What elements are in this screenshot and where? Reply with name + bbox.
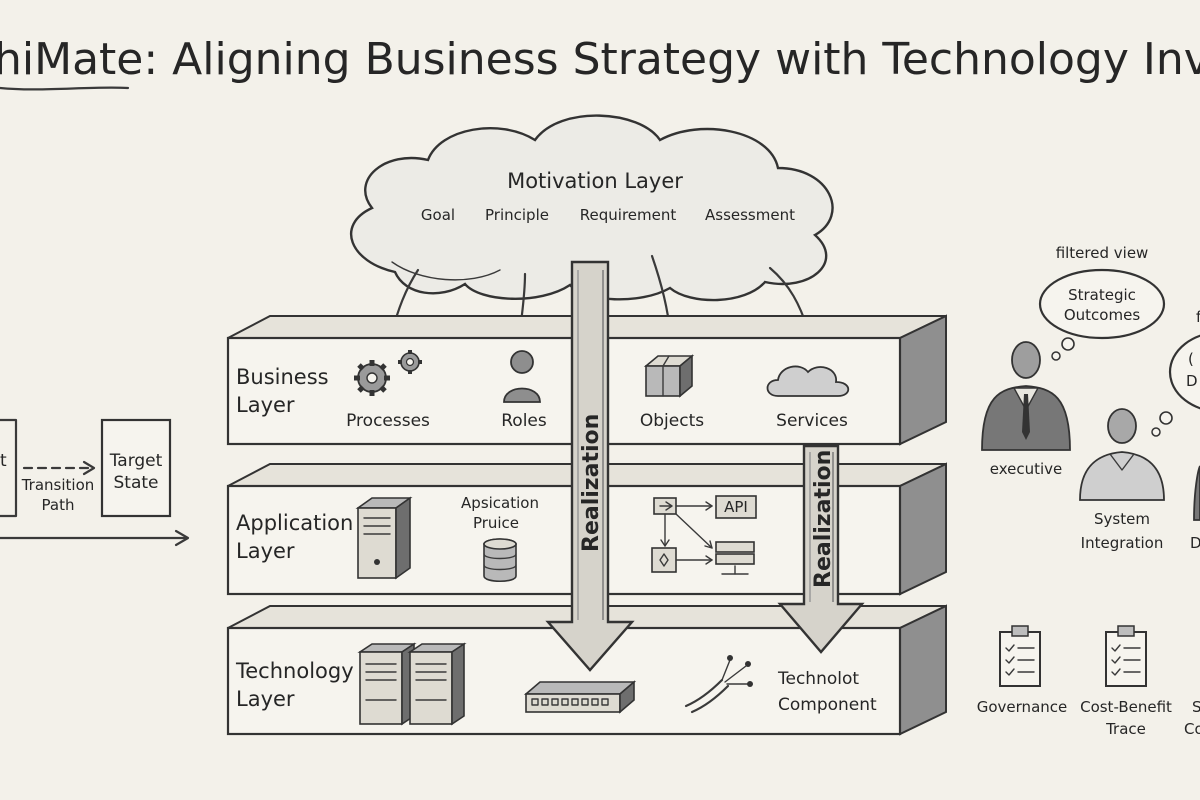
motivation-item-assessment: Assessment: [705, 206, 795, 224]
filtered-view-2-fragment: f: [1196, 308, 1200, 326]
application-service-label-2: Pruice: [473, 514, 519, 532]
tower-server-icon: [355, 496, 413, 580]
services-cloud-icon: [766, 365, 850, 397]
business-item-processes: Processes: [346, 411, 430, 431]
target-state-box: [100, 418, 172, 518]
business-layer-side: [899, 314, 947, 446]
stakeholder-panel: filtered view Strategic Outcomes f ( D e…: [981, 244, 1200, 552]
second-bubble-fragment-1: (: [1188, 350, 1194, 368]
motivation-layer: Motivation Layer Goal Principle Requirem…: [350, 114, 834, 302]
roadmap-panel: t Transition Path Target State: [0, 418, 190, 547]
second-view-bubble: [1168, 334, 1200, 410]
thought-dot: [1151, 427, 1161, 437]
application-title-2: Layer: [236, 539, 295, 563]
realization-arrow-main: Realization: [545, 260, 635, 672]
strategic-outcomes-label-1: Strategic: [1068, 286, 1136, 304]
motivation-cloud-shape: [350, 114, 834, 302]
application-title-1: Application: [236, 511, 353, 535]
technology-layer-side: [899, 604, 947, 736]
title-underline: [0, 86, 130, 91]
current-state-box: [0, 418, 18, 518]
artifact-panel: Governance Cost-Benefit Trace S Co: [977, 625, 1200, 738]
business-title-2: Layer: [236, 393, 295, 417]
technology-component-2: Component: [778, 695, 877, 715]
application-layer-side: [899, 462, 947, 596]
transition-label-2: Path: [42, 496, 75, 514]
business-title-1: Business: [236, 365, 329, 389]
database-icon: [483, 538, 517, 583]
title-group: hiMate: Aligning Business Strategy with …: [0, 34, 1200, 91]
application-layer: Application Layer Apsication Pruice: [226, 462, 947, 596]
third-stakeholder-fragment: D: [1190, 534, 1200, 552]
server-rack-icon: [357, 642, 467, 726]
governance-checklist-icon: [999, 625, 1041, 687]
motivation-title: Motivation Layer: [507, 169, 683, 193]
cost-benefit-checklist-icon: [1105, 625, 1147, 687]
third-artifact-fragment-1: S: [1192, 698, 1200, 716]
realization-arrow-secondary: Realization: [777, 444, 865, 654]
thought-dot: [1061, 337, 1075, 351]
governance-label: Governance: [977, 698, 1068, 716]
page-title: hiMate: Aligning Business Strategy with …: [0, 34, 1200, 85]
application-service-label-1: Apsication: [461, 494, 539, 512]
transition-label-1: Transition: [21, 476, 95, 494]
motivation-item-principle: Principle: [485, 206, 549, 224]
target-state-label-1: Target: [109, 451, 163, 471]
object-box-icon: [643, 354, 695, 398]
third-artifact-fragment-2: Co: [1184, 720, 1200, 738]
motivation-item-goal: Goal: [421, 206, 455, 224]
system-integration-label-2: Integration: [1081, 534, 1164, 552]
business-item-roles: Roles: [501, 411, 547, 431]
timeline-arrowhead: [174, 529, 190, 547]
gears-icon: [354, 350, 422, 396]
filtered-view-label: filtered view: [1056, 244, 1149, 262]
thought-dot: [1159, 411, 1173, 425]
target-state-label-2: State: [114, 473, 159, 493]
partial-stakeholder-figure: [1193, 465, 1200, 521]
technology-title-2: Layer: [236, 687, 295, 711]
business-item-services: Services: [776, 411, 848, 431]
realization-label-secondary: Realization: [811, 450, 836, 588]
cloud-shade-stroke: [391, 261, 501, 281]
second-bubble-fragment-2: D: [1186, 372, 1198, 390]
technology-title-1: Technology: [235, 659, 354, 683]
system-integration-label-1: System: [1094, 510, 1150, 528]
strategic-outcomes-bubble: [1038, 268, 1166, 340]
application-layer-front: [226, 484, 902, 596]
realization-label-main: Realization: [579, 414, 604, 552]
cost-benefit-label-1: Cost-Benefit: [1080, 698, 1172, 716]
motivation-item-requirement: Requirement: [580, 206, 677, 224]
executive-figure: [981, 341, 1071, 451]
network-switch-icon: [523, 680, 637, 714]
executive-label: executive: [990, 460, 1063, 478]
technology-component-1: Technolot: [777, 669, 859, 689]
app-flow-diagram-icon: API: [651, 495, 757, 575]
cost-benefit-label-2: Trace: [1105, 720, 1146, 738]
business-item-objects: Objects: [640, 411, 704, 431]
fiber-cable-icon: [684, 655, 753, 714]
technology-layer: Technology Layer: [226, 604, 947, 736]
api-label: API: [724, 498, 748, 516]
system-integrator-figure: [1079, 408, 1165, 501]
strategic-outcomes-label-2: Outcomes: [1064, 306, 1140, 324]
current-state-fragment: t: [0, 451, 7, 471]
role-person-icon: [503, 350, 541, 403]
transition-arrowhead: [82, 460, 96, 476]
thought-dot: [1051, 351, 1061, 361]
